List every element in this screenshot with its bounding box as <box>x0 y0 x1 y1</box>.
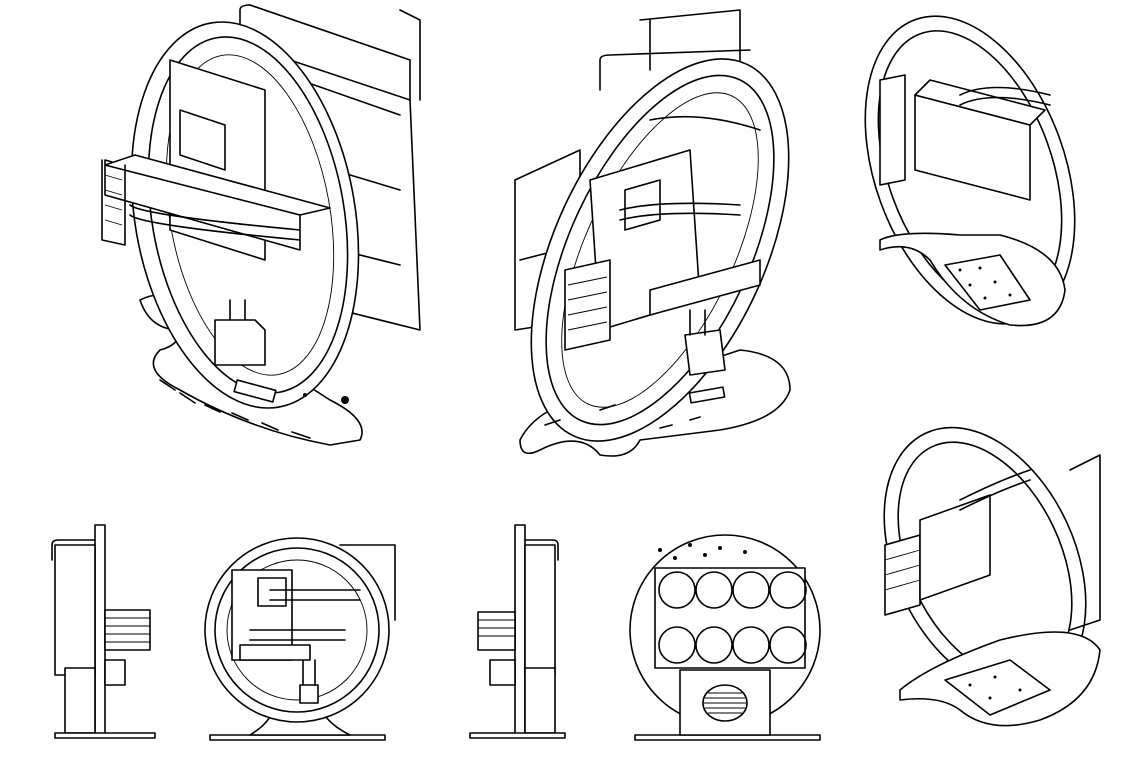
front-view <box>204 537 396 741</box>
isometric-view-below-right <box>864 15 1076 327</box>
isometric-view-front-left <box>101 4 421 446</box>
isometric-view-rear-below <box>883 426 1101 727</box>
side-view-right <box>469 524 566 739</box>
fan-grid <box>654 567 807 669</box>
back-view <box>629 534 821 741</box>
side-view-left <box>51 524 156 739</box>
isometric-view-front-right <box>514 9 791 457</box>
